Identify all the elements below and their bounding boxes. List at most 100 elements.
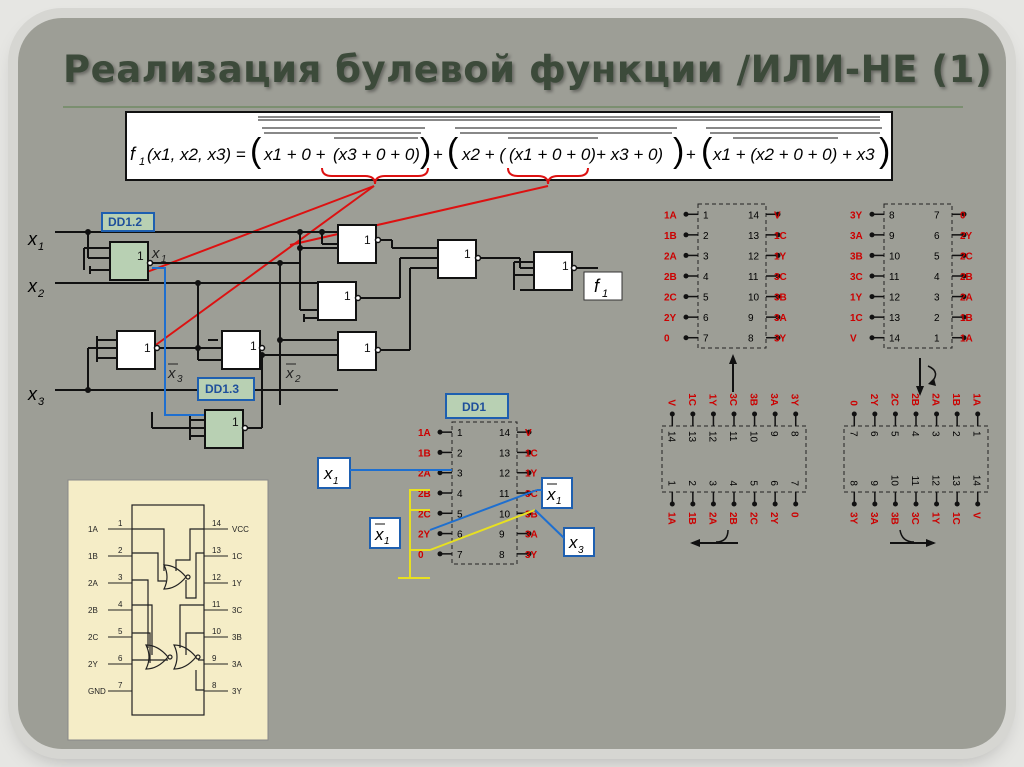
chip-br-top-num-7: 1 [971, 431, 982, 437]
chip-bl-top-num-1: 14 [665, 431, 676, 443]
chip-bl-top-label-3: 1Y [706, 394, 717, 407]
datasheet-left-num-1: 1 [118, 519, 123, 528]
svg-text:1: 1 [562, 259, 569, 273]
dd1-right-num-2: 13 [499, 448, 511, 459]
gate-nor-1 [337, 224, 377, 264]
chip-br-top-label-7: 1A [971, 393, 982, 406]
chip-br-top-num-3: 5 [888, 431, 899, 437]
chip-br-top-label-2: 2Y [868, 394, 879, 407]
chip-tl-right-num-6: 9 [748, 313, 754, 324]
chip-bl-bottom-label-2: 1B [686, 512, 697, 525]
chip-tl-left-label-7: 0 [664, 334, 670, 345]
chip-bl-top-label-4: 3C [727, 393, 738, 406]
title-divider [63, 106, 963, 108]
chip-tr-right-label-7: 1A [960, 334, 973, 345]
chip-bl-bottom-num-5: 5 [748, 480, 759, 486]
chip-tr-right-num-5: 3 [934, 293, 940, 304]
datasheet-left-num-6: 6 [118, 654, 123, 663]
chip-tl-left-num-2: 2 [703, 231, 709, 242]
datasheet-left-num-5: 5 [118, 627, 123, 636]
datasheet-right-num-1: 14 [212, 519, 221, 528]
chip-tr-left-num-2: 9 [889, 231, 895, 242]
chip-tr-right-label-1: 0 [960, 210, 966, 221]
chip-br-top-num-4: 4 [909, 431, 920, 437]
signal-label-x2bar: x [285, 365, 294, 382]
chip-bl-bottom-num-4: 4 [727, 480, 738, 486]
chip-tr-left-num-6: 13 [889, 313, 901, 324]
dd1-left-num-4: 4 [457, 489, 463, 500]
paren-close-2: ) [673, 132, 684, 170]
chip-br-bottom-label-6: 1C [950, 512, 961, 525]
chip-bl-top-label-7: 3Y [789, 394, 800, 407]
datasheet-left-label-3: 2A [88, 579, 98, 588]
logic-circuit: x 1 x 2 x 3 [27, 212, 623, 449]
chip-bl-top-num-3: 12 [706, 431, 717, 443]
dd1-left-num-2: 2 [457, 448, 463, 459]
dd1-left-num-5: 5 [457, 509, 463, 520]
dd1-right-num-6: 9 [499, 530, 505, 541]
chip-bl-bottom-num-2: 2 [686, 480, 697, 486]
chip-tr-right-num-4: 4 [934, 272, 940, 283]
chip-tl-right-num-4: 11 [748, 272, 759, 283]
chip-tr-right-label-4: 2B [960, 272, 973, 283]
svg-text:1: 1 [344, 289, 351, 303]
chip-br-top-label-6: 1B [950, 393, 961, 406]
chip-tr-left-label-6: 1C [850, 313, 863, 324]
chip-tl-right-num-5: 10 [748, 293, 760, 304]
chip-bl-top-label-2: 1C [686, 393, 697, 406]
chip-tr-right-num-2: 6 [934, 231, 940, 242]
chip-br-bottom-label-2: 3A [868, 512, 879, 525]
dd1-right-label-3: 1Y [525, 469, 538, 480]
datasheet-left-num-3: 3 [118, 573, 123, 582]
dd1-x1bar-box [369, 517, 401, 549]
chip-tr-left-num-4: 11 [889, 272, 900, 283]
svg-text:1: 1 [364, 341, 371, 355]
gate-nor-2 [317, 281, 357, 321]
dd13-label: DD1.3 [205, 382, 239, 396]
input-x2-sub: 2 [37, 288, 44, 300]
chip-tl-right-num-2: 13 [748, 231, 760, 242]
formula-overlines [258, 116, 882, 139]
chip-tl-left-num-3: 3 [703, 251, 709, 262]
red-pointer-lines [141, 185, 549, 356]
dd1-left-num-1: 1 [457, 428, 463, 439]
chip-br-bottom-label-3: 3B [888, 512, 899, 525]
datasheet-right-label-4: 3C [232, 606, 242, 615]
gate-nor-3 [337, 331, 377, 371]
chip-tl-right-num-7: 8 [748, 334, 754, 345]
chip-tr-left-num-5: 12 [889, 293, 901, 304]
paren-close-1: ) [420, 132, 431, 170]
datasheet-right-label-3: 1Y [232, 579, 242, 588]
chip-br-top-label-1: 0 [847, 400, 858, 406]
formula-term2a: x2 + ( [461, 145, 507, 164]
chip-bl-bottom-label-5: 2C [748, 512, 759, 525]
chip-tl-right-label-3: 1Y [774, 251, 787, 262]
chip-bottom-left: V141A11C131B21Y122A33C112B43B102C53A92Y6… [661, 393, 807, 547]
chip-bl-bottom-label-7: 0 [789, 512, 800, 518]
dd1-output-x1bar-box [541, 477, 573, 509]
chip-tr-left-num-7: 14 [889, 334, 901, 345]
chip-bottom-right: 073Y82Y63A92C53B102B43C112A31Y121B21C131… [843, 393, 989, 547]
svg-text:1: 1 [137, 249, 144, 263]
dd1-right-num-4: 11 [499, 489, 510, 500]
chip-bl-top-label-1: V [665, 399, 676, 406]
dd1-output-x1bar-sub: 1 [556, 496, 562, 507]
datasheet-left-label-7: GND [88, 687, 106, 696]
chip-tl-left-label-6: 2Y [664, 313, 677, 324]
datasheet-right-num-5: 10 [212, 627, 221, 636]
svg-text:1: 1 [364, 233, 371, 247]
dd1-tag [445, 393, 509, 419]
dd1-left-label-5: 2C [418, 509, 431, 520]
dd1-input-x3-sub: 3 [578, 545, 584, 556]
chip-br-top-label-3: 2C [888, 393, 899, 406]
dd1-right-label-4: 3C [525, 489, 538, 500]
dd1-right-label-2: 1C [525, 448, 538, 459]
chip-tr-left-num-1: 8 [889, 210, 895, 221]
output-f1-label: f [594, 276, 601, 296]
chip-bl-bottom-label-6: 2Y [768, 512, 779, 525]
inversion-bubbles [146, 236, 578, 432]
chip-bl-top-num-4: 11 [727, 431, 738, 442]
chip-br-bottom-num-4: 11 [909, 476, 920, 487]
chip-tl-left-label-1: 1A [664, 210, 677, 221]
